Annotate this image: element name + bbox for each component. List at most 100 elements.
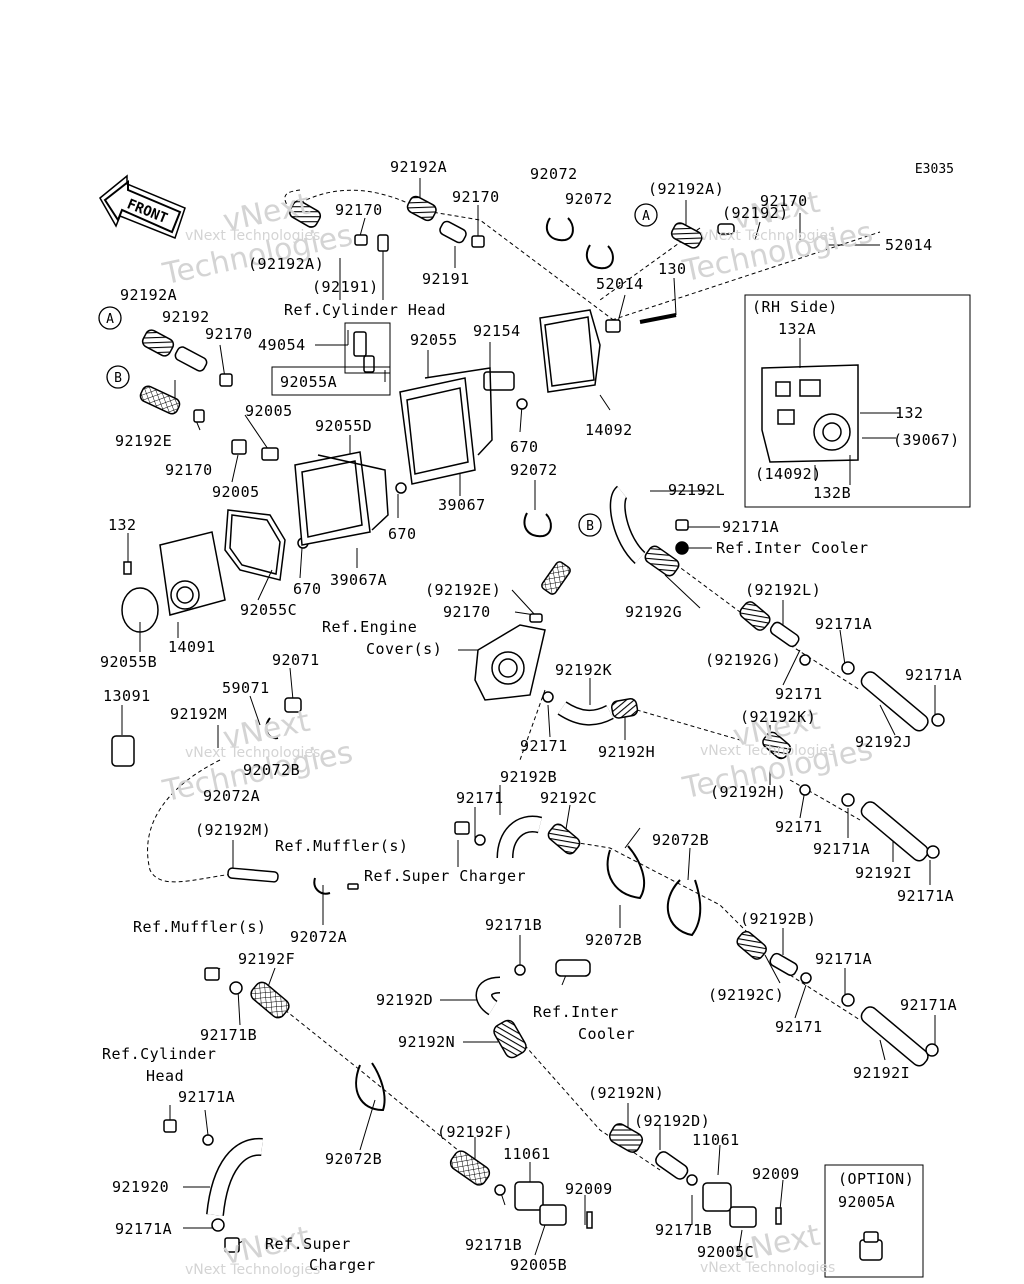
part-label: 92171A — [815, 950, 873, 968]
part-label: 92192A — [390, 158, 448, 176]
part-label: 92072B — [652, 831, 710, 849]
part-label: 92071 — [272, 651, 320, 669]
part-label: 92055 — [410, 331, 458, 349]
part-label: 670 — [388, 525, 417, 543]
part-label: 92171A — [178, 1088, 236, 1106]
part-label: Ref.Super Charger — [364, 867, 527, 885]
part-label: Ref.Super — [265, 1235, 351, 1253]
part-label: (92192B) — [740, 910, 817, 928]
part-label: 92171 — [775, 818, 823, 836]
option-part-92005a — [859, 1231, 883, 1261]
part-label: 92192B — [500, 768, 558, 786]
part-label: 92192F — [238, 950, 296, 968]
part-label: 39067 — [438, 496, 486, 514]
part-label: 92192A — [120, 286, 178, 304]
part-label: 670 — [510, 438, 539, 456]
part-label: 92072B — [585, 931, 643, 949]
part-label: 11061 — [503, 1145, 551, 1163]
part-label: 92192M — [170, 705, 228, 723]
part-label: 92055A — [280, 373, 338, 391]
part-label: (92192) — [722, 204, 789, 222]
rh-side-title: (RH Side) — [752, 298, 838, 316]
part-label: (92192A) — [648, 180, 725, 198]
sensor-part — [353, 331, 375, 373]
part-label: 52014 — [596, 275, 644, 293]
engine-cover-ref — [474, 624, 546, 701]
callout-b-left: B — [114, 371, 122, 386]
part-label: 92072 — [530, 165, 578, 183]
rh-side-cover — [761, 338, 900, 485]
part-label: 13091 — [103, 687, 151, 705]
part-label: 132A — [778, 320, 817, 338]
part-label: 92170 — [205, 325, 253, 343]
part-label: 92170 — [165, 461, 213, 479]
part-label: 39067A — [330, 571, 388, 589]
tube-parts — [174, 220, 929, 1180]
part-label: 14092 — [585, 421, 633, 439]
part-label: (92191) — [312, 278, 379, 296]
part-label: 92192 — [162, 308, 210, 326]
part-label: 92072A — [203, 787, 261, 805]
diagram-code: E3035 — [914, 162, 954, 177]
part-label: (92192E) — [425, 581, 502, 599]
part-label: 92192L — [668, 481, 726, 499]
part-label: 92171 — [775, 1018, 823, 1036]
part-label: 92072B — [243, 761, 301, 779]
braided-hose-parts — [139, 385, 571, 1186]
part-label: 921920 — [112, 1178, 170, 1196]
part-label: 92171A — [905, 666, 963, 684]
part-label: 92154 — [473, 322, 521, 340]
part-label: (92192K) — [740, 708, 817, 726]
part-label: 130 — [658, 260, 687, 278]
gasket-92055c — [224, 509, 286, 581]
part-label: (92192L) — [745, 581, 822, 599]
part-label: 92072A — [290, 928, 348, 946]
part-label: 92055B — [100, 653, 158, 671]
part-label: (39067) — [893, 431, 960, 449]
part-label: 92192N — [398, 1033, 456, 1051]
part-label: 92171 — [520, 737, 568, 755]
part-label: 92192K — [555, 661, 613, 679]
part-label: 49054 — [258, 336, 306, 354]
part-label: 92192E — [115, 432, 173, 450]
part-label: Ref.Engine — [322, 618, 418, 636]
part-label: (92192H) — [710, 783, 787, 801]
part-label: Ref.Cylinder — [102, 1045, 217, 1063]
part-label: Cover(s) — [366, 640, 443, 658]
part-label: 92171A — [897, 887, 955, 905]
part-label: Charger — [309, 1256, 376, 1274]
spring-clamp-parts — [141, 195, 792, 1153]
part-label: 59071 — [222, 679, 270, 697]
part-label: 92192I — [853, 1064, 911, 1082]
part-label: 92192C — [540, 789, 598, 807]
bent-hose-parts — [206, 485, 646, 1217]
part-label: (92192M) — [195, 821, 272, 839]
part-label: 92170 — [443, 603, 491, 621]
part-label: 92171B — [485, 916, 543, 934]
part-label: 92171 — [775, 685, 823, 703]
part-label: 92192D — [376, 991, 434, 1009]
part-label: (92192A) — [248, 255, 325, 273]
part-label: 52014 — [885, 236, 933, 254]
part-label: 92009 — [565, 1180, 613, 1198]
part-label: Head — [146, 1067, 185, 1085]
front-arrow-icon: FRONT — [99, 174, 186, 239]
part-label: (92192N) — [588, 1084, 665, 1102]
part-label: Cooler — [578, 1025, 636, 1043]
part-label: 92171B — [200, 1026, 258, 1044]
part-label: 92192H — [598, 743, 656, 761]
92055a-box — [271, 366, 391, 396]
valve-cover-14092 — [539, 309, 601, 393]
part-label: 92171B — [465, 1236, 523, 1254]
part-label: Ref.Muffler(s) — [133, 918, 267, 936]
cover-39067 — [399, 367, 493, 485]
part-label: 92192J — [855, 733, 913, 751]
part-label: 92072 — [565, 190, 613, 208]
part-label: 92171A — [900, 996, 958, 1014]
part-label: 92005C — [697, 1243, 755, 1261]
fitting-parts — [111, 223, 945, 1259]
part-label: 92171B — [655, 1221, 713, 1239]
callout-letters: A A B B — [106, 209, 650, 534]
